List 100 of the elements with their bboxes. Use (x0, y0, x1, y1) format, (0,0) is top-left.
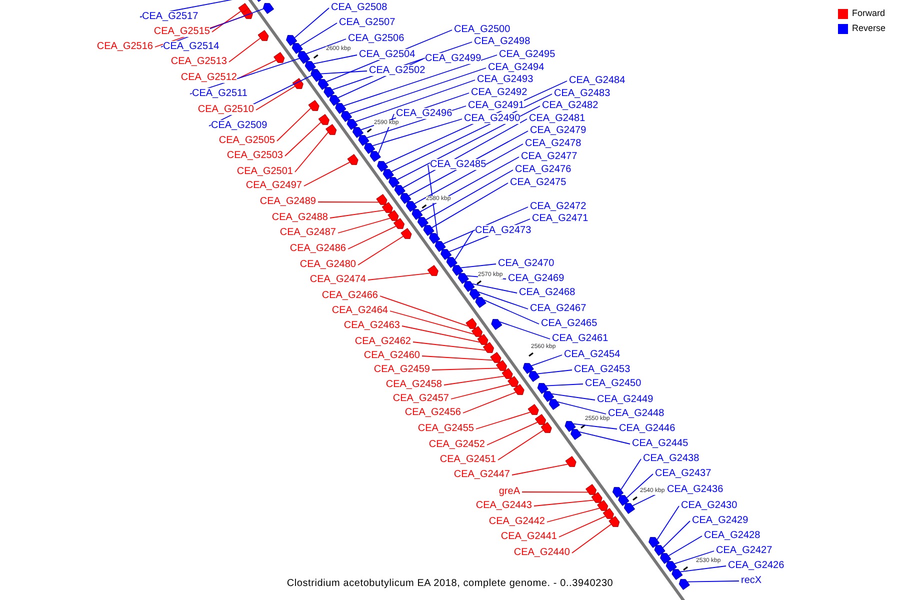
gene-label: CEA_G2443 (476, 500, 532, 511)
gene-block (393, 218, 405, 229)
gene-label: CEA_G2501 (236, 166, 293, 177)
gene-label: CEA_G2480 (300, 259, 356, 270)
gene-block (540, 422, 552, 433)
gene-block (262, 3, 274, 14)
gene-label: CEA_G2500 (454, 24, 510, 35)
leader-line (420, 156, 520, 212)
leader-line (626, 474, 654, 498)
leader-line (368, 272, 430, 280)
caption: Clostridium acetobutylicum EA 2018, complete genome. - 0..3940230 (286, 578, 614, 589)
gene-label: CEA_G2495 (499, 49, 556, 60)
leader-line (546, 508, 600, 522)
gene-block (308, 100, 320, 111)
gene-block (329, 95, 340, 106)
leader-line (686, 580, 740, 582)
leader-line (478, 291, 528, 310)
leader-line (432, 368, 500, 370)
gene-block (347, 154, 358, 165)
gene-label: recX (741, 575, 762, 586)
gene-label: greA (498, 486, 520, 497)
gene-block (543, 391, 554, 402)
leader-line (530, 354, 562, 366)
gene-label: CEA_G2436 (667, 484, 724, 495)
leader-line (300, 22, 338, 46)
leader-line (431, 182, 508, 228)
gene-block (286, 35, 298, 46)
gene-block (471, 326, 483, 337)
gene-block (475, 297, 486, 308)
gene-block (400, 193, 412, 204)
gene-block (440, 249, 452, 260)
gene-block (534, 414, 546, 425)
leader-line (674, 550, 714, 564)
gene-block (400, 228, 412, 239)
gene-block (292, 78, 304, 89)
gene-label: CEA_G2488 (272, 212, 328, 223)
gene-label: CEA_G2456 (404, 407, 461, 418)
leader-line (294, 8, 330, 38)
gene-block (382, 169, 394, 180)
gene-block (376, 194, 388, 205)
gene-block (602, 508, 614, 519)
gene-label: CEA_G2493 (477, 74, 534, 85)
gene-label: CEA_G2471 (532, 213, 588, 224)
gene-label: CEA_G2458 (386, 379, 442, 390)
leader-line (572, 423, 618, 430)
gene-label: CEA_G2464 (332, 305, 388, 316)
gene-block (678, 579, 690, 590)
leader-line (338, 218, 391, 234)
gene-label: CEA_G2482 (542, 100, 598, 111)
gene-block (660, 553, 672, 564)
gene-label: CEA_G2504 (359, 49, 416, 60)
leader-line (306, 38, 346, 54)
gene-label: CEA_G2441 (500, 531, 557, 542)
leader-line (444, 376, 505, 386)
gene-block (618, 495, 630, 506)
leader-line (294, 132, 329, 172)
gene-label: CEA_G2429 (692, 515, 748, 526)
leader-line (228, 38, 261, 62)
gene-label: CEA_G2516 (96, 41, 153, 52)
gene-label: CEA_G2461 (552, 333, 608, 344)
gene-label: CEA_G2483 (554, 88, 610, 99)
gene-label: CEA_G2507 (339, 17, 396, 28)
gene-label: CEA_G2470 (498, 258, 554, 269)
leader-line (304, 162, 350, 186)
leader-line (483, 299, 540, 324)
leader-line (426, 170, 514, 220)
gene-block (458, 273, 469, 284)
gene-block (304, 61, 316, 72)
leader-line (414, 144, 524, 204)
gene-block (388, 177, 400, 188)
gene-label: CEA_G2446 (619, 423, 676, 434)
gene-label: CEA_G2508 (331, 2, 388, 13)
gene-label: CEA_G2498 (474, 36, 530, 47)
gene-label: CEA_G2465 (541, 318, 598, 329)
gene-block (570, 429, 582, 440)
leader-line (450, 384, 511, 400)
leader-line (578, 431, 630, 444)
gene-block (502, 368, 513, 379)
gene-label: CEA_G2438 (643, 453, 700, 464)
gene-label: CEA_G2475 (510, 177, 566, 188)
gene-label: CEA_G2515 (154, 26, 210, 37)
leader-line (499, 321, 550, 340)
gene-label: CEA_G2451 (440, 454, 496, 465)
leader-line (380, 296, 469, 327)
gene-block (377, 161, 388, 172)
gene-label: CEA_G2459 (374, 364, 430, 375)
leader-line (412, 342, 486, 351)
leader-line (284, 122, 322, 156)
leader-line (212, 10, 242, 32)
gene-label: CEA_G2452 (428, 439, 485, 450)
gene-block (528, 404, 539, 415)
leader-line (238, 60, 277, 78)
gene-block (326, 124, 337, 135)
gene-block (477, 334, 488, 345)
leader-line (656, 506, 680, 540)
gene-label: CEA_G2494 (488, 62, 544, 73)
leader-line (354, 80, 476, 122)
gene-block (382, 202, 393, 213)
gene-label: CEA_G2428 (704, 530, 760, 541)
gene-block (672, 569, 683, 580)
